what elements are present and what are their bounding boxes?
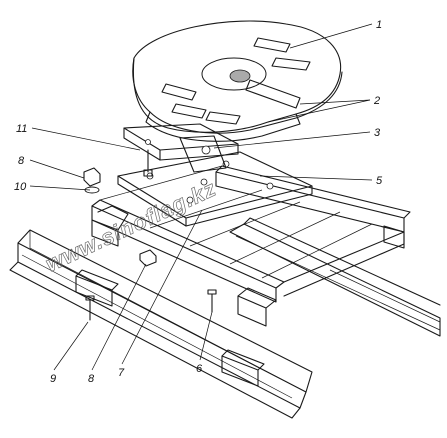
callout-8-upper: 8 [18, 155, 25, 167]
bolt-upper [143, 149, 153, 177]
bolt-right [207, 289, 217, 313]
callout-9: 9 [50, 373, 56, 385]
callout-5: 5 [376, 175, 383, 187]
frame-foot-right [383, 225, 405, 249]
callout-7: 7 [118, 367, 125, 379]
callout-8-lower: 8 [88, 373, 95, 385]
nut-lower [139, 249, 157, 267]
callout-2: 2 [373, 95, 380, 107]
rail-bracket-left [75, 269, 119, 307]
leader-lines [29, 23, 373, 371]
callout-11: 11 [16, 123, 27, 135]
rail-bracket-right [221, 349, 265, 387]
mounting-frame [91, 165, 411, 327]
frame-foot-front [237, 287, 277, 327]
base-plate [117, 151, 313, 227]
callout-3: 3 [374, 127, 381, 139]
fifth-wheel-plate [132, 20, 343, 142]
chassis-frame-rails [9, 217, 441, 419]
pivot-bracket [123, 123, 239, 173]
callout-10: 10 [14, 181, 27, 193]
frame-foot-left [91, 205, 129, 247]
bolt-left [85, 295, 95, 321]
callout-1: 1 [376, 19, 382, 31]
callout-6: 6 [196, 363, 203, 375]
nut-upper [83, 167, 101, 187]
